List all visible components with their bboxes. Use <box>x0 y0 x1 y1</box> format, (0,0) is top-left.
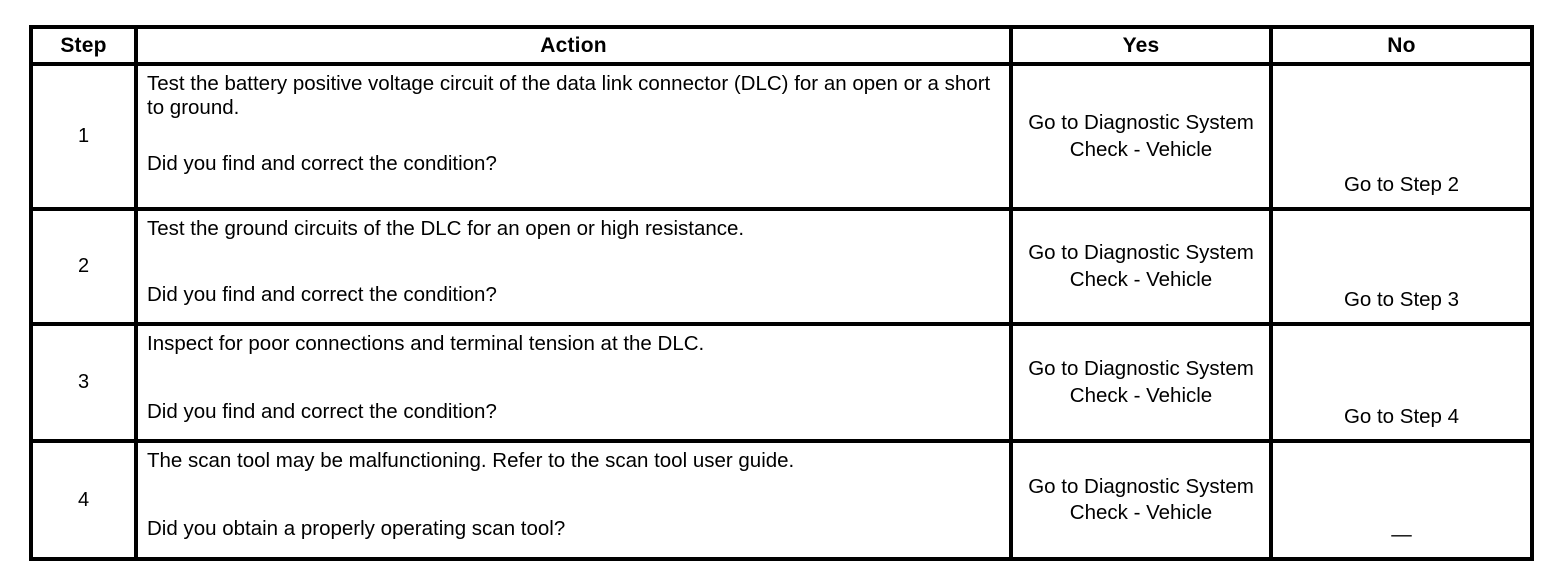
action-cell: Inspect for poor connections and termina… <box>134 322 1013 443</box>
no-outcome: — <box>1269 439 1534 561</box>
column-header-action: Action <box>134 25 1013 66</box>
header-row: Step Action Yes No <box>29 25 1534 66</box>
action-spacer <box>147 241 999 283</box>
yes-outcome: Go to Diagnostic System Check - Vehicle <box>1009 62 1273 211</box>
diagnostic-step-table: Step Action Yes No 1 Test the battery po… <box>29 25 1534 561</box>
yes-outcome: Go to Diagnostic System Check - Vehicle <box>1009 322 1273 443</box>
action-question: Did you obtain a properly operating scan… <box>147 517 566 541</box>
column-header-no: No <box>1269 25 1534 66</box>
action-instruction: Test the battery positive voltage circui… <box>147 72 991 120</box>
step-number: 4 <box>29 439 138 561</box>
table-row: 2 Test the ground circuits of the DLC fo… <box>29 207 1534 326</box>
step-number: 3 <box>29 322 138 443</box>
no-outcome: Go to Step 2 <box>1269 62 1534 211</box>
action-question: Did you find and correct the condition? <box>147 152 497 176</box>
action-instruction: Test the ground circuits of the DLC for … <box>147 217 745 240</box>
step-number: 1 <box>29 62 138 211</box>
action-instruction: Inspect for poor connections and termina… <box>147 332 705 355</box>
table-row: 4 The scan tool may be malfunctioning. R… <box>29 439 1534 561</box>
yes-outcome: Go to Diagnostic System Check - Vehicle <box>1009 439 1273 561</box>
column-header-step: Step <box>29 25 138 66</box>
column-header-yes: Yes <box>1009 25 1273 66</box>
action-spacer <box>147 120 999 152</box>
table-header: Step Action Yes No <box>29 25 1534 66</box>
no-outcome: Go to Step 4 <box>1269 322 1534 443</box>
action-spacer <box>147 356 999 400</box>
table-row: 3 Inspect for poor connections and termi… <box>29 322 1534 443</box>
action-question: Did you find and correct the condition? <box>147 400 497 424</box>
action-cell: Test the ground circuits of the DLC for … <box>134 207 1013 326</box>
yes-outcome: Go to Diagnostic System Check - Vehicle <box>1009 207 1273 326</box>
action-question: Did you find and correct the condition? <box>147 283 497 307</box>
no-outcome: Go to Step 3 <box>1269 207 1534 326</box>
action-cell: The scan tool may be malfunctioning. Ref… <box>134 439 1013 561</box>
action-spacer <box>147 473 999 517</box>
action-cell: Test the battery positive voltage circui… <box>134 62 1013 211</box>
action-instruction: The scan tool may be malfunctioning. Ref… <box>147 449 795 472</box>
step-number: 2 <box>29 207 138 326</box>
table-body: 1 Test the battery positive voltage circ… <box>29 62 1534 561</box>
table-row: 1 Test the battery positive voltage circ… <box>29 62 1534 211</box>
